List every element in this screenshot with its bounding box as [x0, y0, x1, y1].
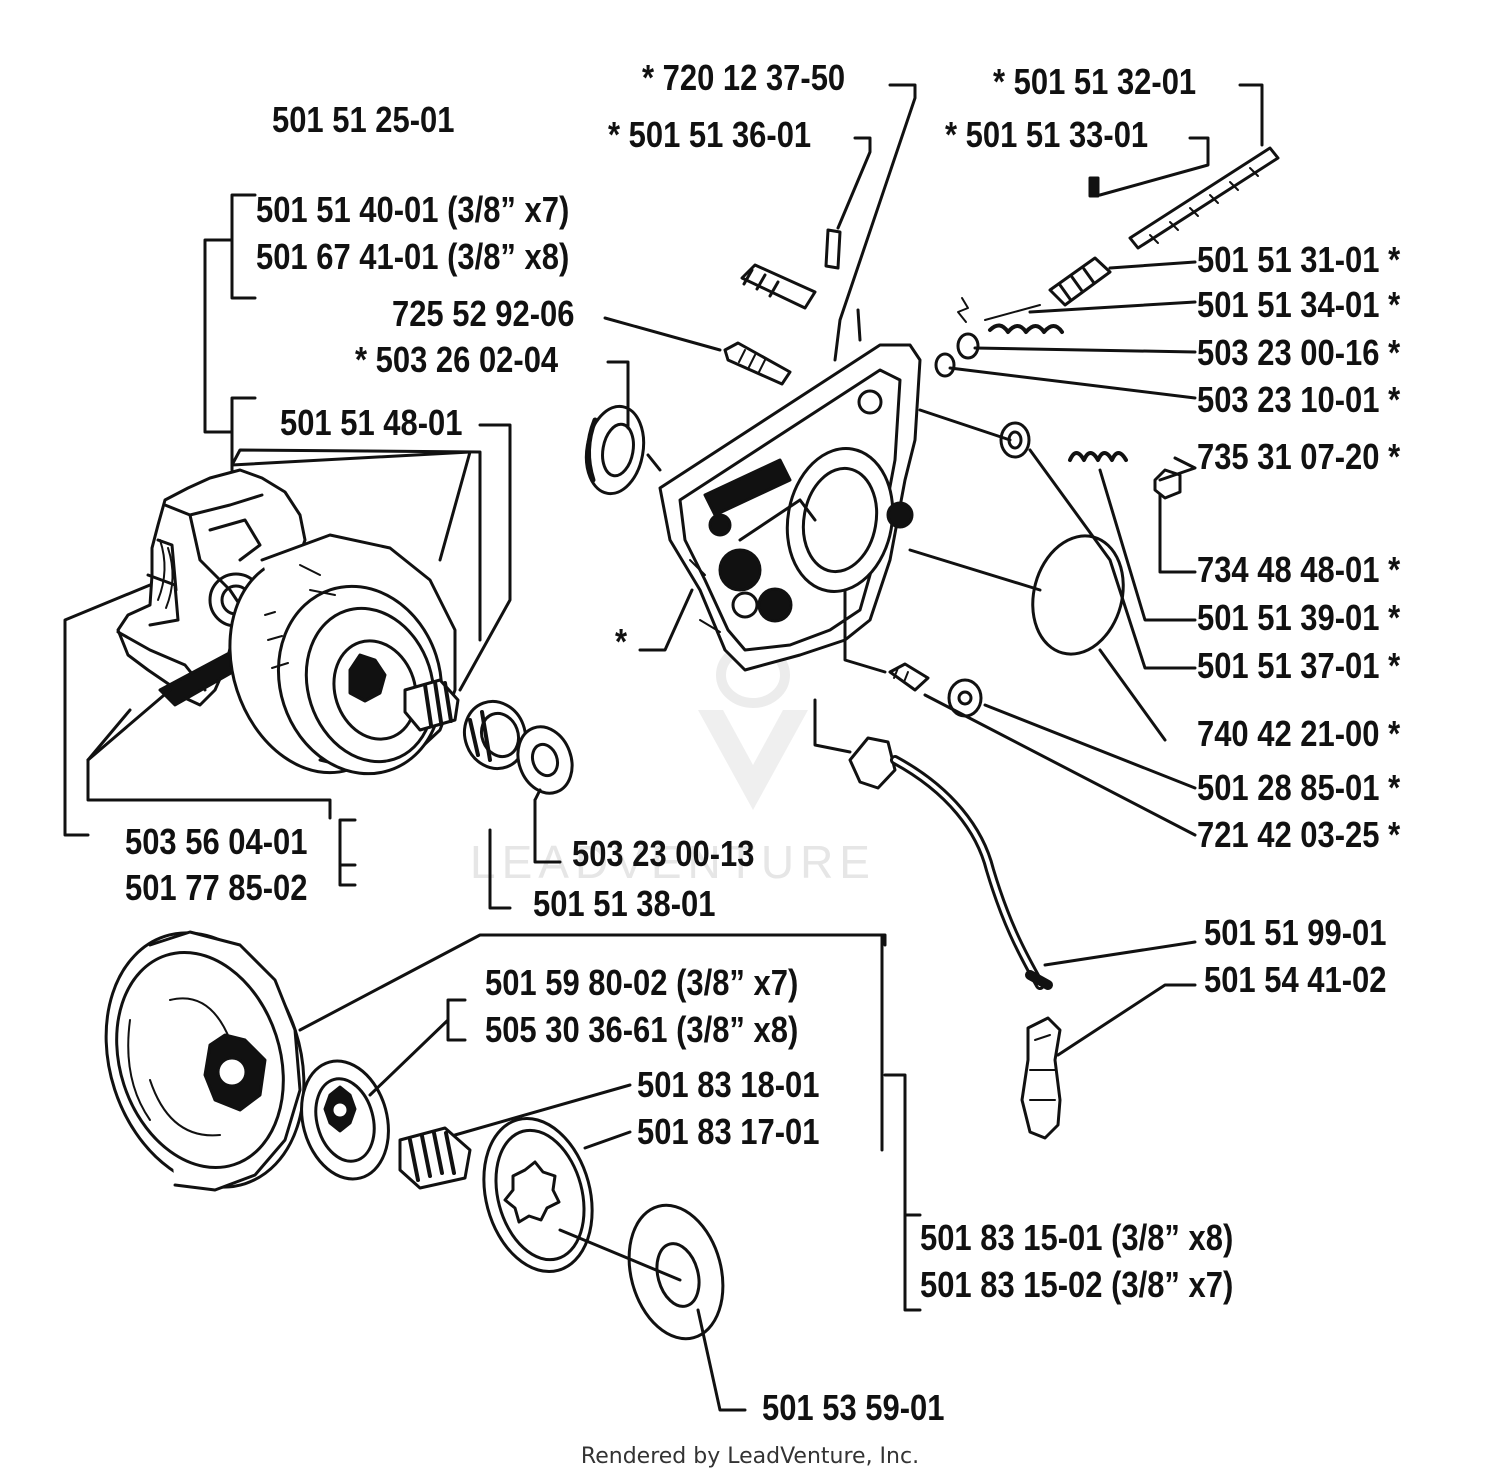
needle-bearing-1 [403, 678, 460, 732]
part-label-501674101: 501 67 41-01 (3/8” x8) [256, 236, 570, 277]
part-label-501519901: 501 51 99-01 [1204, 912, 1387, 953]
part-label-734484801: 734 48 48-01 * [1197, 549, 1401, 590]
washer-501535901 [627, 1203, 725, 1341]
part-label-501514801: 501 51 48-01 [280, 402, 463, 443]
part-label-501513801: 501 51 38-01 [533, 883, 716, 924]
part-label-501831501: 501 83 15-01 (3/8” x8) [920, 1217, 1234, 1258]
washer-cup [463, 699, 527, 771]
part-label-501288501: 501 28 85-01 * [1197, 767, 1401, 808]
oil-filter [1020, 1016, 1062, 1140]
pump-housing [658, 343, 922, 672]
part-label-721420325: 721 42 03-25 * [1197, 814, 1401, 855]
spur-sprocket [300, 1059, 390, 1181]
valve-parts [999, 421, 1182, 500]
needle-bearing-2 [398, 1126, 472, 1190]
part-label-503231001: 503 23 10-01 * [1197, 379, 1401, 420]
washer-small [516, 725, 574, 795]
part-label-740422100: 740 42 21-00 * [1197, 713, 1401, 754]
part-label-501513601: * 501 51 36-01 [608, 114, 812, 155]
part-label-501513201: * 501 51 32-01 [993, 61, 1197, 102]
part-label-725529206: 725 52 92-06 [392, 293, 575, 334]
part-label-501598002: 501 59 80-02 (3/8” x7) [485, 962, 799, 1003]
seal-ring [584, 404, 646, 496]
part-label-505303661: 505 30 36-61 (3/8” x8) [485, 1009, 799, 1050]
part-label-503260204: * 503 26 02-04 [355, 339, 559, 380]
part-label-501831701: 501 83 17-01 [637, 1111, 820, 1152]
part-label-501513301: * 501 51 33-01 [945, 114, 1149, 155]
part-label-501512501: 501 51 25-01 [272, 99, 455, 140]
o-ring-740422100 [1031, 534, 1125, 656]
part-label-501513901: 501 51 39-01 * [1197, 597, 1401, 638]
pump-plunger [1048, 146, 1280, 307]
part-label-501544102: 501 54 41-02 [1204, 959, 1387, 1000]
spring-501513401 [984, 304, 1064, 334]
housing-star-marker: * [615, 621, 628, 662]
footer-credit: Rendered by LeadVenture, Inc. [580, 1444, 920, 1469]
part-label-501831502: 501 83 15-02 (3/8” x7) [920, 1264, 1234, 1305]
part-label-720123750: * 720 12 37-50 [642, 57, 846, 98]
part-label-501778502: 501 77 85-02 [125, 867, 308, 908]
part-label-501513401: 501 51 34-01 * [1197, 284, 1401, 325]
screw-725529206 [723, 341, 792, 386]
part-label-735310720: 735 31 07-20 * [1197, 436, 1401, 477]
oil-hose [848, 736, 1053, 990]
part-label-503230016: 503 23 00-16 * [1197, 332, 1401, 373]
screw-721420325 [888, 662, 983, 718]
part-label-501513701: 501 51 37-01 * [1197, 645, 1401, 686]
rim-sprocket-ring [482, 1116, 594, 1274]
part-label-503560401: 503 56 04-01 [125, 821, 308, 862]
part-label-501535901: 501 53 59-01 [762, 1387, 945, 1428]
part-label-503230013: 503 23 00-13 [572, 833, 755, 874]
part-label-501514001: 501 51 40-01 (3/8” x7) [256, 189, 570, 230]
washers-503230016 [934, 297, 980, 378]
clutch-drum-rim [104, 930, 306, 1192]
nozzle-720123750 [740, 228, 842, 310]
part-label-501513101: 501 51 31-01 * [1197, 239, 1401, 280]
part-label-501831801: 501 83 18-01 [637, 1064, 820, 1105]
